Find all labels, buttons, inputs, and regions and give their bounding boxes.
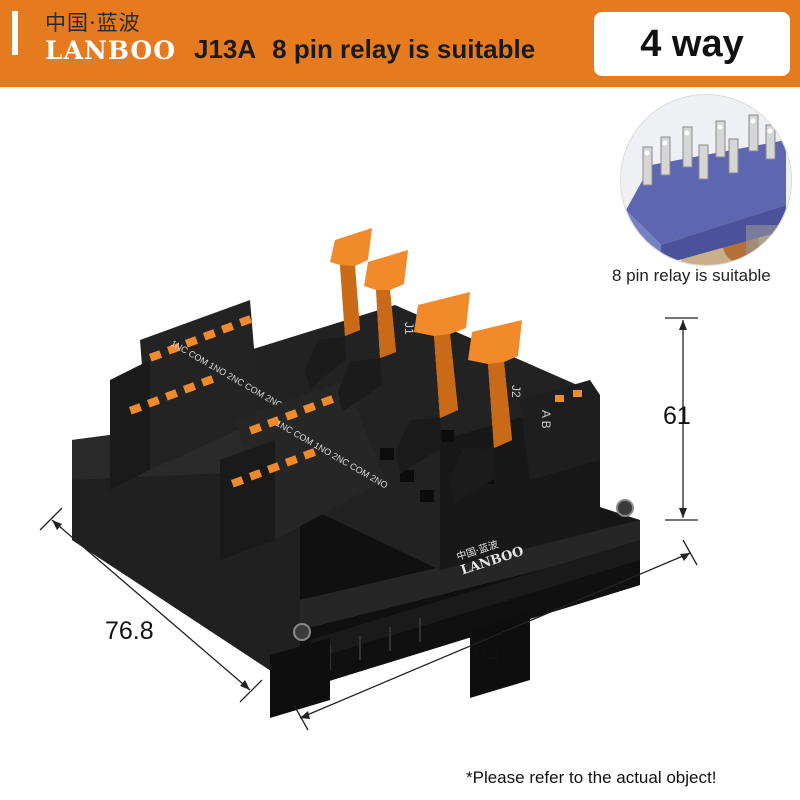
relay-illustration <box>621 95 791 265</box>
release-latch <box>338 250 408 412</box>
footnote: *Please refer to the actual object! <box>466 768 717 787</box>
release-latch <box>305 228 372 390</box>
release-latch <box>450 320 522 504</box>
dimension-lines <box>39 317 698 731</box>
relay-inset-photo <box>620 94 792 266</box>
brand-logo: 中国·蓝波 LANBOO <box>45 10 195 66</box>
terminal-block-left: 1NC COM 1NO 2NC COM 2NO <box>110 300 284 490</box>
headline-tagline: 8 pin relay is suitable <box>272 34 536 64</box>
way-badge: 4 way <box>594 12 790 76</box>
label-j2: J2 <box>509 385 523 398</box>
headline: J13A 8 pin relay is suitable <box>194 34 535 65</box>
label-j1: J1 <box>402 322 416 335</box>
model-number: J13A <box>194 34 257 64</box>
release-latch <box>396 292 470 474</box>
dimension-height-label: 61 <box>663 402 691 430</box>
brand-chinese-name: 中国·蓝波 <box>45 11 141 35</box>
banner-accent-bar <box>12 11 18 55</box>
dimension-width-label: 94 <box>473 641 501 669</box>
dimension-line-width <box>299 552 691 719</box>
release-latches <box>305 228 522 504</box>
dimension-arrowheads <box>52 320 690 719</box>
dimension-line-depth <box>51 519 251 691</box>
header-banner: 中国·蓝波 LANBOO J13A 8 pin relay is suitable… <box>0 0 800 87</box>
relay-caption: 8 pin relay is suitable <box>612 266 771 285</box>
label-ab: A B <box>539 410 553 429</box>
brand-latin-name: LANBOO <box>45 36 176 65</box>
terminal-block-right: 1NC COM 1NO 2NC COM 2NO <box>220 380 389 560</box>
dimension-depth-label: 76.8 <box>105 617 154 645</box>
